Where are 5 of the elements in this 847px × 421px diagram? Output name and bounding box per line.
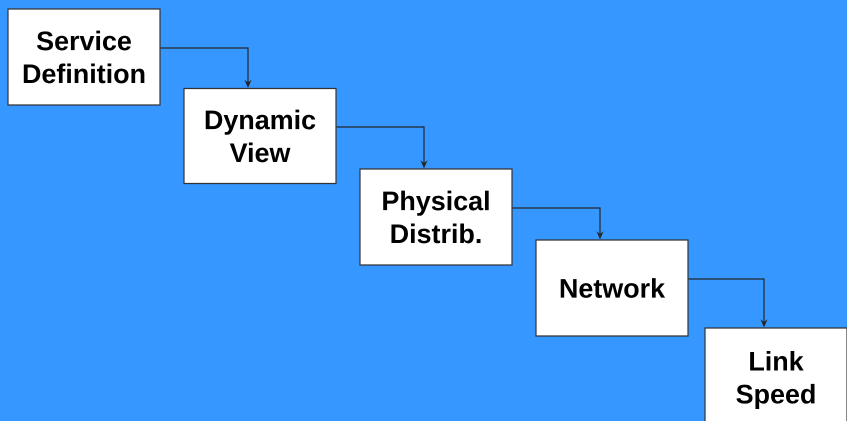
process-box: Dynamic View xyxy=(183,88,337,184)
process-box: Network xyxy=(535,239,689,337)
process-box: Service Definition xyxy=(7,8,161,106)
process-box: Physical Distrib. xyxy=(359,168,513,266)
process-box: Link Speed xyxy=(704,327,847,421)
